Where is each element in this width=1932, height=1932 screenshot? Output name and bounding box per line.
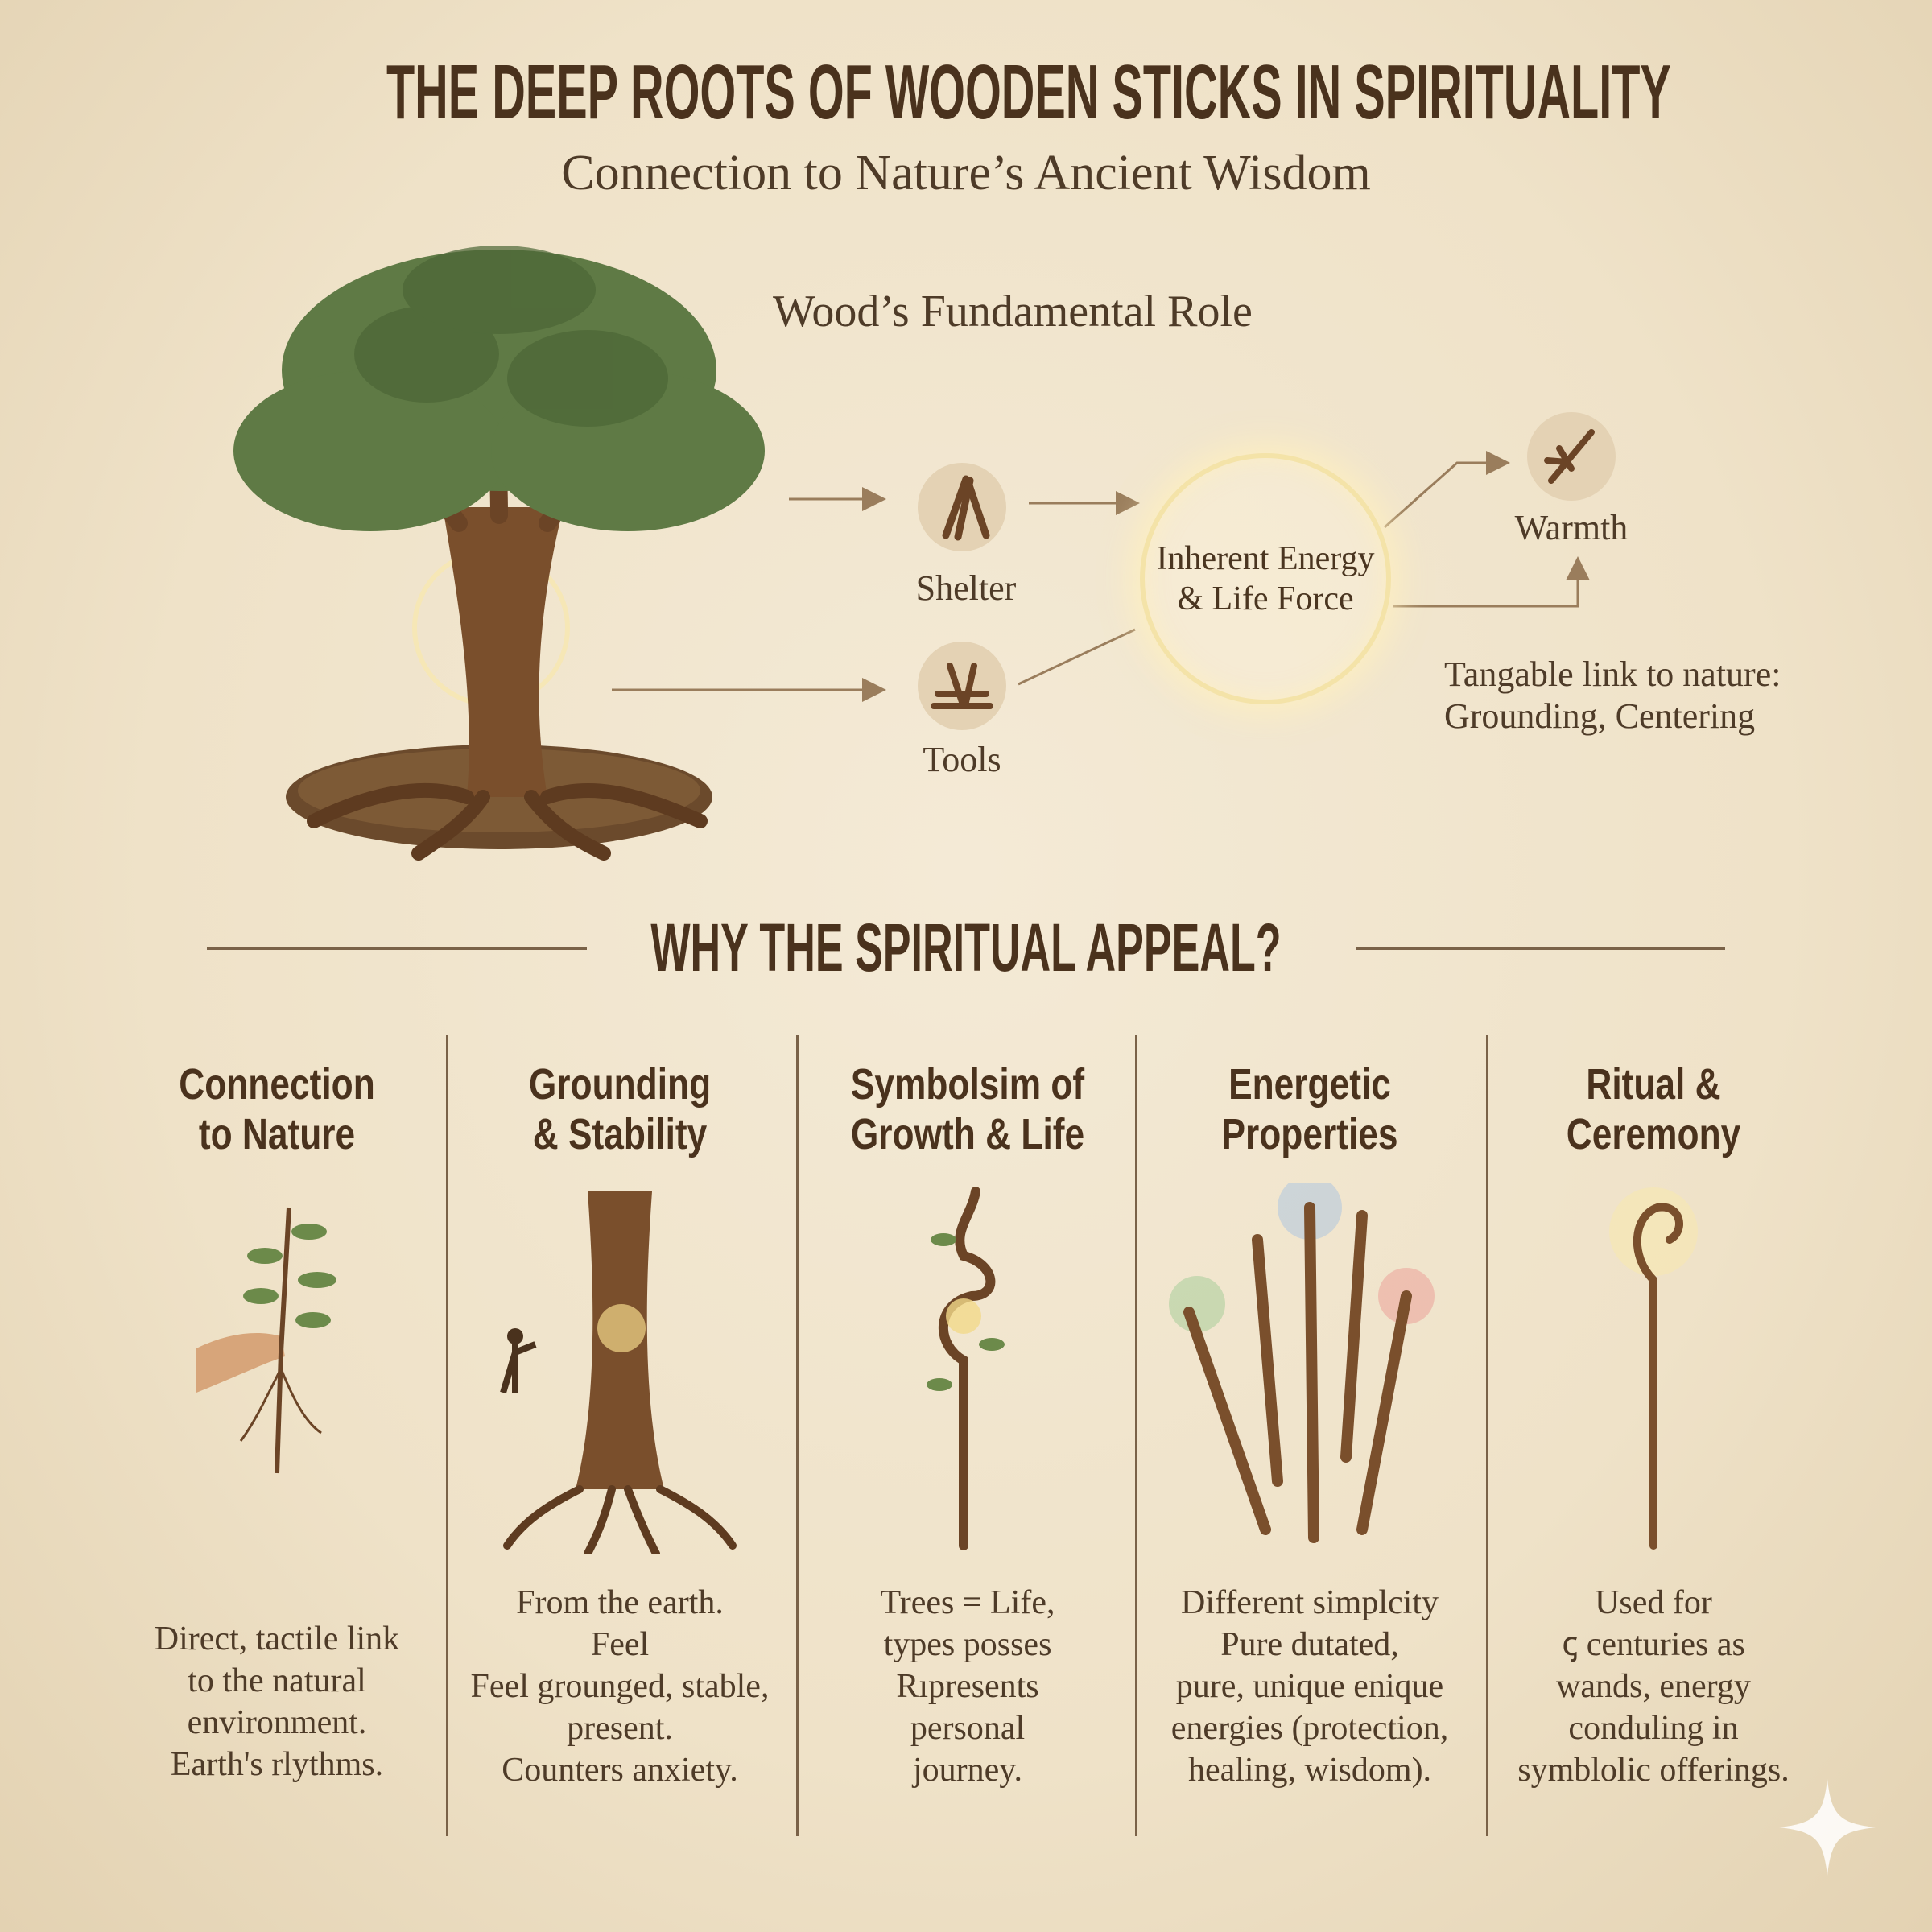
section-heading: WHY THE SPIRITUAL APPEAL?: [650, 910, 1282, 985]
text-line: healing, wisdom).: [1187, 1752, 1432, 1789]
tools-icon: [918, 642, 1006, 730]
energy-label-2: & Life Force: [1177, 580, 1354, 617]
column-text-symbolism: Trees = Life, types posses Rıpresents pe…: [799, 1582, 1137, 1791]
arrow-energy-warmth-2: [1393, 556, 1590, 608]
torch-icon: [1527, 412, 1616, 501]
title-line: & Stability: [532, 1110, 708, 1158]
text-line: From the earth.: [516, 1584, 724, 1621]
sprouting-staff-icon: [927, 1187, 1005, 1550]
text-line: Feel: [590, 1626, 650, 1663]
text-line: energies (protection,: [1170, 1710, 1449, 1747]
column-text-grounding: From the earth. Feel Feel grounged, stab…: [451, 1582, 789, 1791]
text-line: Feel grounged, stable,: [470, 1668, 770, 1705]
text-line: wands, energy: [1556, 1668, 1751, 1705]
text-line: Rıpresents: [896, 1668, 1039, 1705]
text-line: Pure dutated,: [1220, 1626, 1399, 1663]
energy-label-1: Inherent Energy: [1156, 540, 1375, 577]
column-text-energetic: Different simplcity Pure dutated, pure, …: [1141, 1582, 1479, 1791]
note-line: Grounding, Centering: [1444, 696, 1756, 736]
sparkle-icon: [1779, 1779, 1876, 1876]
tree-illustration: [233, 246, 765, 861]
column-title-grounding: Grounding & Stability: [481, 1059, 758, 1159]
title-line: Growth & Life: [850, 1110, 1085, 1158]
warmth-label: Warmth: [1514, 508, 1629, 547]
arrow-energy-warmth: [1384, 451, 1510, 529]
energy-circle: Inherent Energy & Life Force: [1140, 453, 1391, 704]
column-text-connection: Direct, tactile link to the natural envi…: [108, 1618, 446, 1785]
page-title: THE DEEP ROOTS OF WOODEN STICKS IN SPIRI…: [386, 49, 1671, 135]
title-line: Energetic: [1228, 1060, 1391, 1108]
text-line: Different simplcity: [1181, 1584, 1439, 1621]
text-line: ꞔ centuries as: [1562, 1626, 1745, 1663]
shelter-label: Shelter: [915, 568, 1017, 608]
text-line: pure, unique enique: [1175, 1668, 1444, 1705]
divider-right: [1356, 947, 1725, 950]
title-line: to Nature: [198, 1110, 356, 1158]
note-line: Tangable link to nature:: [1444, 654, 1781, 694]
title-line: Properties: [1221, 1110, 1398, 1158]
title-line: Ritual &: [1586, 1060, 1721, 1108]
title-line: Connection: [179, 1060, 375, 1108]
ritual-staff-icon: [1609, 1187, 1698, 1550]
text-line: symblolic offerings.: [1517, 1752, 1790, 1789]
text-line: to the natural: [188, 1662, 366, 1699]
column-divider: [1486, 1035, 1488, 1836]
text-line: present.: [567, 1710, 673, 1747]
hand-holding-sprout-icon: [196, 1207, 336, 1474]
title-line: Grounding: [528, 1060, 712, 1108]
diagram-heading: Wood’s Fundamental Role: [773, 287, 1253, 336]
text-line: conduling in: [1568, 1710, 1739, 1747]
column-title-connection: Connection to Nature: [138, 1059, 415, 1159]
page-subtitle: Connection to Nature’s Ancient Wisdom: [561, 146, 1371, 200]
text-line: journey.: [912, 1752, 1023, 1789]
title-line: Symbolsim of: [850, 1060, 1085, 1108]
text-line: Used for: [1595, 1584, 1712, 1621]
diagram-arrows: [612, 451, 1590, 702]
text-line: Direct, tactile link: [154, 1620, 400, 1657]
glowing-sticks-icon: [1169, 1183, 1435, 1543]
rooted-tree-icon: [500, 1191, 737, 1554]
column-title-ritual: Ritual & Ceremony: [1515, 1059, 1792, 1159]
title-line: Ceremony: [1566, 1110, 1741, 1158]
column-divider: [1135, 1035, 1137, 1836]
text-line: Trees = Life,: [880, 1584, 1055, 1621]
column-divider: [796, 1035, 799, 1836]
column-title-symbolism: Symbolsim of Growth & Life: [829, 1059, 1106, 1159]
column-text-ritual: Used for ꞔ centuries as wands, energy co…: [1484, 1582, 1823, 1791]
divider-left: [207, 947, 587, 950]
column-divider: [446, 1035, 448, 1836]
shelter-sticks-icon: [918, 463, 1006, 551]
text-line: Counters anxiety.: [502, 1752, 738, 1789]
text-line: types posses: [883, 1626, 1052, 1663]
tools-label: Tools: [923, 740, 1001, 779]
column-title-energetic: Energetic Properties: [1171, 1059, 1448, 1159]
nature-link-note: Tangable link to nature: Grounding, Cent…: [1444, 654, 1781, 737]
text-line: Earth's rlythms.: [170, 1746, 384, 1783]
text-line: environment.: [187, 1704, 367, 1741]
text-line: personal: [910, 1710, 1026, 1747]
